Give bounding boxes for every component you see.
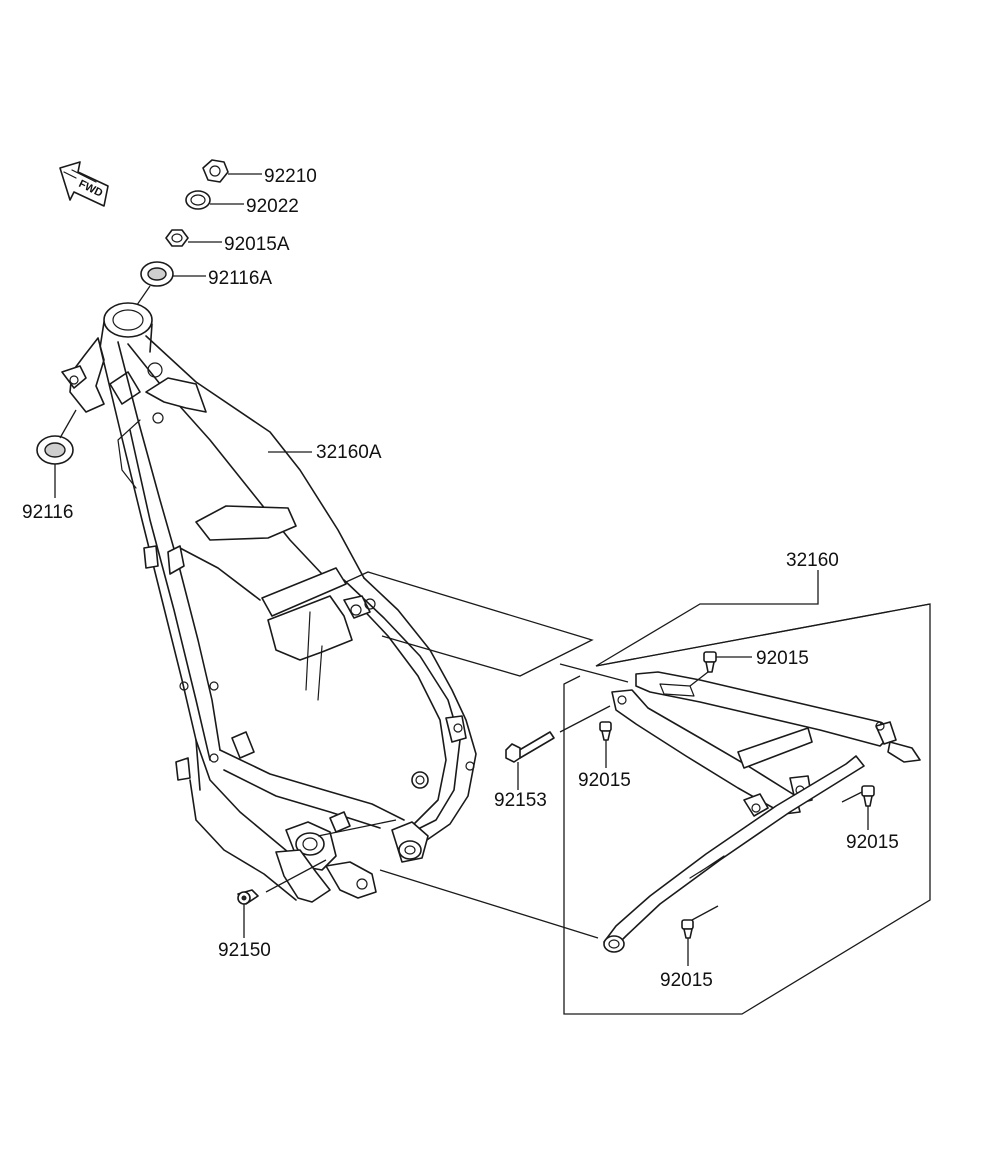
frame-bolt: [237, 889, 259, 905]
label-92150: 92150: [218, 940, 271, 961]
long-bolt: [505, 731, 555, 763]
fwd-arrow-icon: FWD: [59, 161, 109, 207]
label-92116A: 92116A: [208, 268, 272, 289]
sub-bolt-top: [703, 651, 717, 673]
main-frame: [61, 302, 477, 903]
label-92210: 92210: [264, 166, 317, 187]
projection-lines: [345, 571, 594, 677]
label-32160A: 32160A: [316, 442, 382, 463]
subframe-bracket: [563, 570, 931, 1015]
sub-bolt-bottom: [681, 919, 694, 939]
upper-bearing: [140, 261, 174, 287]
label-92015A: 92015A: [224, 234, 290, 255]
steering-washer: [185, 190, 211, 210]
sub-frame: [603, 671, 921, 953]
steering-stem-nut: [202, 159, 229, 183]
label-92116: 92116: [22, 502, 73, 523]
label-92015-right: 92015: [846, 832, 899, 853]
steering-stem-locknut: [165, 229, 189, 247]
label-92015-bottom: 92015: [660, 970, 713, 991]
label-92015-mid: 92015: [578, 770, 631, 791]
label-92015-top: 92015: [756, 648, 809, 669]
lower-bearing: [36, 435, 74, 465]
label-92153: 92153: [494, 790, 547, 811]
sub-bolt-mid: [599, 721, 612, 741]
label-92022: 92022: [246, 196, 299, 217]
label-32160: 32160: [786, 550, 839, 571]
sub-bolt-right: [861, 785, 875, 807]
